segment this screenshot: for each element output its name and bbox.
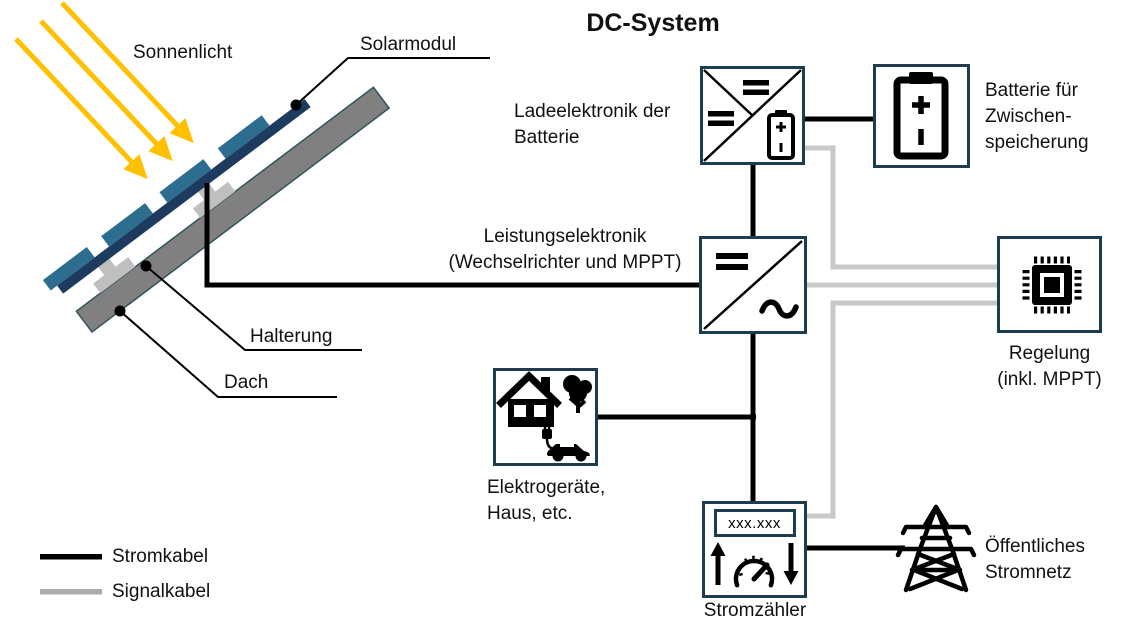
battery-icon — [893, 72, 949, 160]
label-roof: Dach — [224, 372, 269, 393]
label-charger: Ladeelektronik der Batterie — [514, 101, 671, 148]
label-mount: Halterung — [250, 326, 333, 347]
house-tree-ev-icon — [496, 371, 592, 462]
legend-signal-swatch — [40, 589, 102, 595]
dc-ac-inverter-icon — [703, 240, 803, 330]
small-battery-icon — [767, 110, 795, 160]
label-grid: Öffentliches Stromnetz — [985, 536, 1085, 583]
wire-pv-to-inverter — [204, 183, 701, 288]
legend-power-swatch — [40, 554, 102, 560]
label-sunlight: Sonnenlicht — [133, 42, 233, 63]
sun-rays-icon — [14, 1, 194, 180]
solar-cell — [217, 115, 270, 159]
legend-power-label: Stromkabel — [112, 546, 209, 567]
power-wires — [204, 116, 905, 551]
mount-bracket — [93, 257, 136, 294]
node-battery-box — [873, 64, 970, 168]
callouts — [114, 57, 490, 398]
dc-dc-converter-battery-icon — [703, 69, 802, 162]
arrow-up-icon — [710, 542, 726, 585]
microchip-icon — [1022, 256, 1082, 314]
label-control: Regelung (inkl. MPPT) — [997, 343, 1102, 390]
label-solar-module: Solarmodul — [360, 34, 457, 55]
arrow-down-icon — [783, 543, 799, 585]
wire-control-to-meter — [807, 300, 997, 519]
node-meter-box: xxx.xxx — [702, 501, 807, 598]
label-battery: Batterie für Zwischen- speicherung — [985, 80, 1089, 153]
tree-icon — [563, 375, 592, 413]
label-meter: Stromzähler — [703, 600, 807, 621]
solar-cell — [101, 203, 153, 247]
solar-cell — [159, 159, 212, 203]
meter-display: xxx.xxx — [713, 509, 796, 537]
meter-gauge-icon — [710, 542, 799, 588]
solar-module-frame — [57, 99, 311, 294]
node-inverter-box — [699, 236, 807, 334]
solarmodul-leader — [295, 57, 490, 106]
ev-car-icon — [542, 425, 590, 462]
gauge-icon — [733, 555, 775, 588]
node-control-box — [997, 236, 1102, 333]
halterung-leader — [145, 265, 362, 351]
wire-charger-to-control — [805, 145, 997, 270]
diagram-title: DC-System — [586, 9, 720, 37]
dach-leader — [119, 310, 337, 398]
signal-wires — [805, 145, 997, 519]
solar-panel-assembly — [42, 86, 391, 334]
house-icon — [496, 371, 562, 427]
legend-signal-label: Signalkabel — [112, 581, 211, 602]
mount-bracket — [192, 181, 236, 218]
roof-plank — [75, 86, 391, 334]
solar-cell — [42, 247, 95, 291]
node-charger-box — [700, 66, 805, 165]
label-loads: Elektrogeräte, Haus, etc. — [487, 477, 606, 524]
node-loads-box — [493, 368, 598, 466]
label-inverter: Leistungselektronik (Wechselrichter und … — [448, 226, 682, 273]
transmission-tower-icon — [895, 504, 977, 593]
